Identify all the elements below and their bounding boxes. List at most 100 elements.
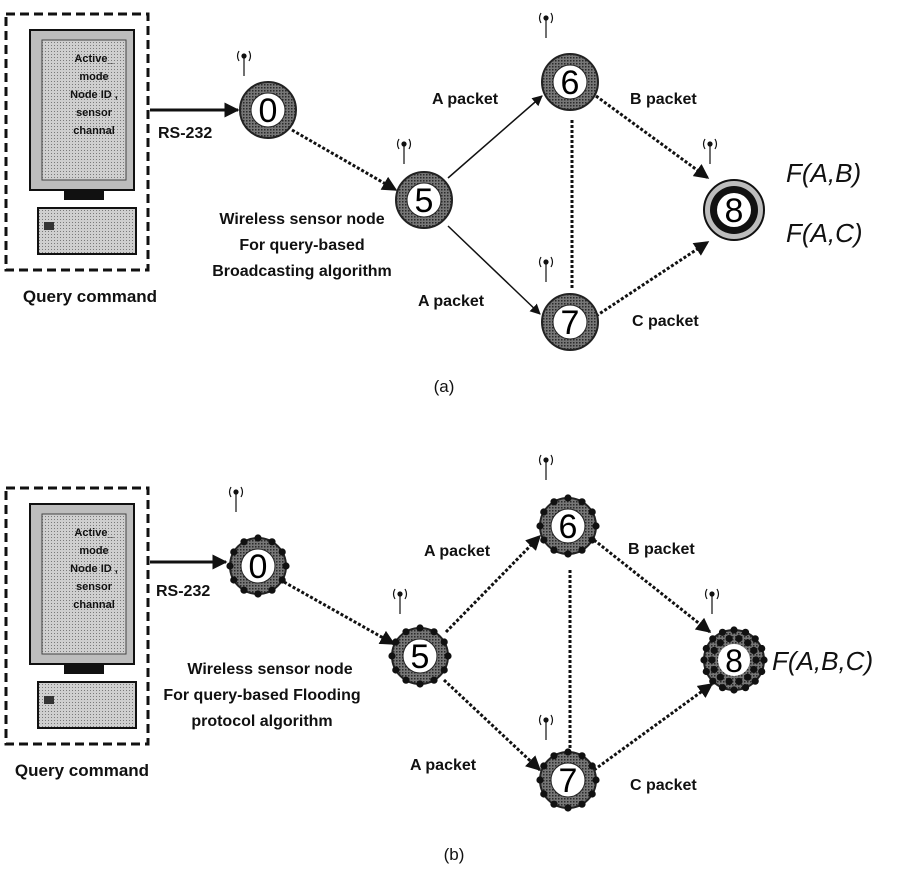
node-bead (268, 538, 276, 546)
sensor-node-6: 6 (541, 53, 599, 111)
edge-7-8 (593, 682, 714, 772)
edge-5-6 (444, 534, 542, 634)
node-number: 5 (415, 182, 434, 220)
panel-b: Active_ mode Node ID , sensor channal Qu… (4, 454, 873, 864)
node-bead (750, 646, 758, 655)
result-function: F(A,B) (786, 158, 861, 188)
antenna-icon (228, 486, 244, 512)
node-bead (440, 666, 448, 674)
node-bead-ring (536, 494, 600, 558)
panel-caption: (a) (434, 377, 455, 396)
screen-line: mode (79, 545, 108, 557)
screen-line: channal (73, 125, 115, 137)
screen-line: Node ID , (70, 563, 118, 575)
edge-label-7-8: C packet (630, 777, 697, 794)
node-bead (716, 639, 724, 647)
node-bead (282, 562, 290, 570)
screen-line: Active_ (74, 53, 114, 65)
node-bead-ring (536, 748, 600, 812)
node-bead (240, 538, 248, 546)
node-bead (709, 677, 717, 685)
sensor-node-8: 8 (703, 179, 765, 241)
node-bead (254, 590, 262, 598)
node-bead (430, 676, 438, 684)
computer-caption: Query command (15, 761, 149, 780)
node-bead (588, 508, 596, 516)
node-bead (588, 536, 596, 544)
node-bead (760, 656, 768, 664)
node-bead (392, 666, 400, 674)
edge-label-5-7: A packet (418, 293, 485, 310)
node-bead (588, 762, 596, 770)
node-bead (268, 586, 276, 594)
sensor-node-5: 5 (395, 171, 453, 229)
antenna-icon (236, 50, 252, 76)
node-number: 8 (725, 192, 744, 230)
node-bead (444, 652, 452, 660)
node-bead (278, 576, 286, 584)
node-bead (744, 639, 752, 647)
node-bead (718, 628, 727, 636)
node-bead (402, 628, 410, 636)
antenna-icon (538, 256, 554, 282)
node-number: 6 (561, 64, 580, 102)
description-line: protocol algorithm (191, 713, 332, 730)
node-bead (540, 790, 548, 798)
node-bead (751, 635, 759, 643)
description-line: Broadcasting algorithm (212, 263, 392, 280)
sensor-node-7: 7 (541, 293, 599, 351)
node-bead (709, 635, 717, 643)
edge-0-5 (283, 580, 396, 646)
node-bead (741, 684, 750, 692)
rs232-label: RS-232 (156, 583, 210, 600)
rs232-label: RS-232 (158, 125, 212, 142)
node-bead (254, 534, 262, 542)
description-line: Wireless sensor node (187, 661, 352, 678)
sensor-node-8: 8 (700, 626, 768, 694)
node-number: 7 (561, 304, 580, 342)
node-bead (416, 680, 424, 688)
panel-caption: (b) (444, 845, 465, 864)
result-function: F(A,C) (786, 218, 863, 248)
node-bead (592, 776, 600, 784)
node-bead (240, 586, 248, 594)
antenna-icon (538, 454, 554, 480)
result-function: F(A,B,C) (772, 646, 873, 676)
node-bead (578, 752, 586, 760)
description-line: For query-based (239, 237, 364, 254)
node-bead (758, 667, 766, 676)
node-bead (741, 628, 750, 636)
antenna-icon (392, 588, 408, 614)
computer-dashed-frame (4, 486, 150, 746)
node-bead (752, 656, 760, 664)
sensor-node-7: 7 (536, 748, 600, 812)
node-bead (536, 776, 544, 784)
node-bead (702, 644, 710, 653)
antenna-icon (702, 138, 718, 164)
screen-line: sensor (76, 107, 113, 119)
node-bead-ring (388, 624, 452, 688)
node-bead (540, 536, 548, 544)
node-bead (708, 656, 716, 664)
node-number: 8 (725, 643, 743, 679)
node-number: 6 (559, 508, 578, 546)
node-bead (718, 684, 727, 692)
edge-7-8 (595, 240, 710, 318)
node-bead (588, 790, 596, 798)
screen-line: Active_ (74, 527, 114, 539)
node-bead (735, 635, 743, 643)
node-bead (392, 638, 400, 646)
node-bead (550, 546, 558, 554)
computer-dashed-frame (4, 12, 150, 272)
edge-label-7-8: C packet (632, 313, 699, 330)
node-bead (564, 550, 572, 558)
antenna-icon (538, 12, 554, 38)
node-number: 0 (249, 548, 268, 586)
sensor-node-6: 6 (536, 494, 600, 558)
sensor-node-0: 0 (226, 534, 290, 598)
node-bead (725, 677, 733, 686)
node-bead (564, 748, 572, 756)
node-bead (402, 676, 410, 684)
node-bead (564, 804, 572, 812)
node-bead (730, 686, 738, 694)
